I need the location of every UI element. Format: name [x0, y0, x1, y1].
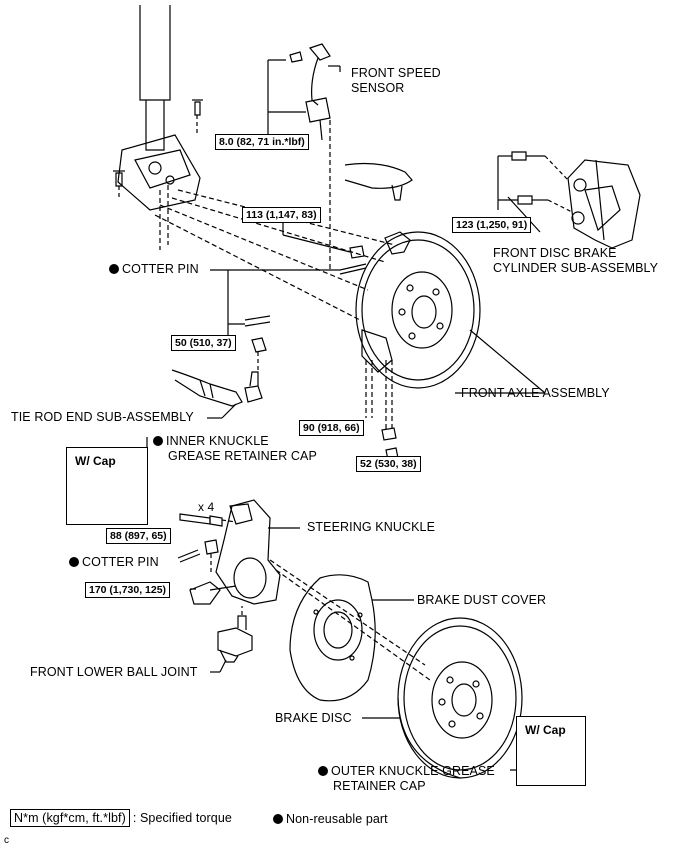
torque-nut-52: 52 (530, 38)	[356, 456, 421, 472]
label-front-disc-brake: FRONT DISC BRAKE CYLINDER SUB-ASSEMBLY	[493, 246, 659, 275]
legend-unit-desc: : Specified torque	[132, 811, 232, 825]
shock-absorber	[117, 5, 201, 211]
legend-torque: N*m (kgf*cm, ft.*lbf): Specified torque	[10, 809, 232, 827]
torque-nut-170: 170 (1,730, 125)	[85, 582, 171, 598]
hub-alignment	[269, 559, 431, 681]
tie-rod-end	[171, 369, 263, 407]
torque-nut-113: 113 (1,147, 83)	[242, 207, 321, 223]
upper-arm	[344, 162, 413, 201]
front-axle-assembly	[355, 231, 481, 389]
label-cotter-pin-upper: COTTER PIN	[109, 262, 199, 277]
label-front-axle-assembly: FRONT AXLE ASSEMBLY	[461, 386, 610, 400]
label-inner-knuckle-cap: INNER KNUCKLE GREASE RETAINER CAP	[153, 434, 317, 464]
wcap-inner-box: W/ Cap	[66, 447, 148, 525]
wcap-outer-box: W/ Cap	[516, 716, 586, 786]
nonreusable-dot	[273, 814, 283, 824]
brake-dust-cover	[289, 574, 376, 702]
label-times-four: x 4	[198, 500, 215, 514]
torque-caliper-123: 123 (1,250, 91)	[452, 217, 532, 233]
speed-sensor	[289, 43, 331, 141]
brake-disc	[397, 617, 523, 779]
lower-ball-joint	[217, 615, 253, 663]
label-front-lower-ball-joint: FRONT LOWER BALL JOINT	[30, 665, 198, 679]
label-front-speed-sensor: FRONT SPEED SENSOR	[351, 66, 441, 95]
torque-bolt-90: 90 (918, 66)	[299, 420, 364, 436]
steering-knuckle	[189, 499, 281, 605]
label-brake-disc: BRAKE DISC	[275, 711, 352, 725]
caliper-bolts	[511, 151, 548, 205]
nonreusable-dot	[109, 264, 119, 274]
strut-bolts	[113, 99, 203, 200]
legend-unit-box: N*m (kgf*cm, ft.*lbf)	[10, 809, 130, 827]
wcap-inner-title: W/ Cap	[75, 454, 116, 468]
nonreusable-dot	[69, 557, 79, 567]
torque-speed-sensor: 8.0 (82, 71 in.*lbf)	[215, 134, 309, 150]
label-outer-knuckle-cap: OUTER KNUCKLE GREASE RETAINER CAP	[318, 764, 495, 794]
wcap-outer-title: W/ Cap	[525, 723, 566, 737]
caliper	[567, 159, 641, 249]
corner-letter: C	[4, 835, 10, 846]
label-steering-knuckle: STEERING KNUCKLE	[307, 520, 436, 534]
legend-nonreusable: Non-reusable part	[273, 812, 388, 827]
label-tie-rod-end: TIE ROD END SUB-ASSEMBLY	[11, 410, 194, 424]
label-cotter-pin-lower: COTTER PIN	[69, 555, 159, 570]
nonreusable-dot	[153, 436, 163, 446]
label-brake-dust-cover: BRAKE DUST COVER	[417, 593, 547, 607]
torque-bolt-88: 88 (897, 65)	[106, 528, 171, 544]
nonreusable-dot	[318, 766, 328, 776]
torque-tie-rod-50: 50 (510, 37)	[171, 335, 236, 351]
